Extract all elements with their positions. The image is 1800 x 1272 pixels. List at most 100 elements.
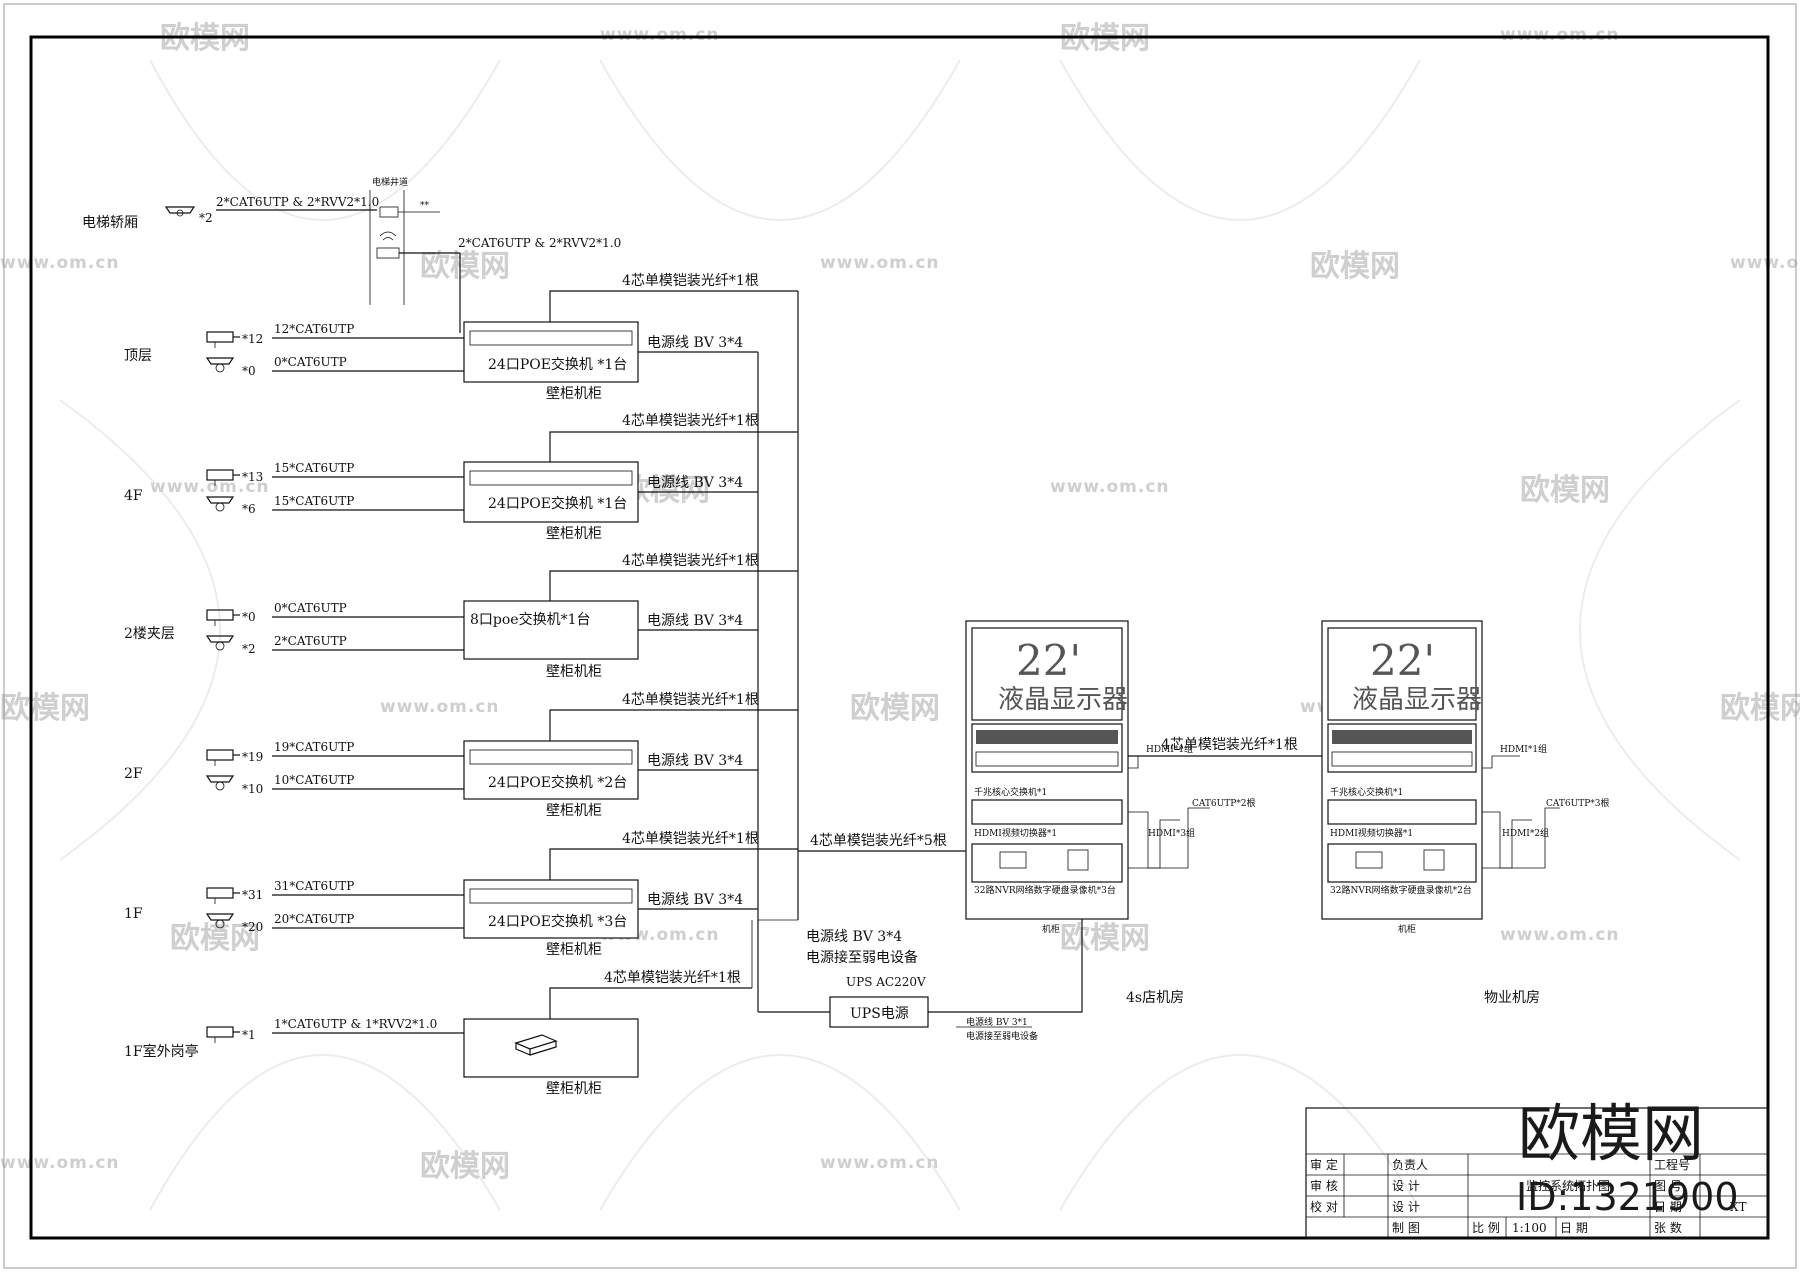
tb-sheets: 张 数 <box>1654 1220 1682 1235</box>
cam2-qty: *6 <box>242 502 256 516</box>
switch-label: 24口POE交换机 *2台 <box>488 774 627 791</box>
monitor-label: 液晶显示器 <box>998 685 1128 715</box>
cam1-cable-label: 19*CAT6UTP <box>274 740 354 754</box>
power-label: 电源线 BV 3*4 <box>647 335 743 351</box>
hdmi1-label: HDMI*1组 <box>1146 743 1193 755</box>
switch-ports-icon <box>469 470 633 486</box>
shaft-mark: ** <box>420 201 430 211</box>
tb-date-label: 日 期 <box>1560 1221 1588 1235</box>
cabinet-label: 壁柜机柜 <box>546 1081 602 1097</box>
inter-room-fiber-label: 4芯单模铠装光纤*1根 <box>1161 737 1298 753</box>
nvr-unit <box>1327 843 1477 883</box>
ups-box-label: UPS电源 <box>850 1006 909 1022</box>
monitor-screen <box>971 627 1123 721</box>
shaft-device-box <box>379 206 399 218</box>
elevator-shaft-cable-label: 2*CAT6UTP & 2*RVV2*1.0 <box>458 236 621 250</box>
ups-out-line <box>928 918 1083 1013</box>
fiber-line <box>549 570 798 601</box>
cam1-qty: *19 <box>242 750 263 764</box>
cabinet-label: 壁柜机柜 <box>546 942 602 958</box>
fiber-line <box>549 848 798 880</box>
hdmi-switch-unit <box>1327 799 1477 825</box>
floor-1f: 1F *31 *20 31*CAT6UTP 20*CAT6UTP 24口POE交… <box>124 831 798 958</box>
watermark-url: www.om.cn <box>380 697 500 717</box>
tb-rev: XT <box>1730 1200 1747 1214</box>
ups-box <box>829 996 929 1028</box>
cam-qty: *1 <box>242 1028 256 1042</box>
switch-box <box>463 321 639 383</box>
switch-ports-icon <box>1332 730 1472 744</box>
tb-owner: 负责人 <box>1392 1158 1428 1172</box>
trunk-power-note: 电源接至弱电设备 <box>806 949 918 966</box>
watermark-logo: 欧模网 <box>1060 921 1150 956</box>
watermark-url: www.om.cn <box>1050 477 1170 497</box>
watermark-logo: 欧模网 <box>850 691 940 726</box>
cam1-qty: *31 <box>242 888 263 902</box>
watermark-arcs <box>59 59 1741 1211</box>
power-label: 电源线 BV 3*4 <box>647 613 743 629</box>
elevator-car-label: 电梯轿厢 <box>82 215 138 231</box>
tb-draft: 制 图 <box>1392 1221 1420 1235</box>
power-label: 电源线 BV 3*4 <box>647 753 743 769</box>
hdmi2-label: HDMI*3组 <box>1148 827 1195 839</box>
ups-out-label: 电源线 BV 3*1 <box>966 1016 1028 1028</box>
hdmi1-line <box>1482 755 1520 769</box>
bullet-camera-icon <box>206 749 240 766</box>
cam2-cable-label: 20*CAT6UTP <box>274 912 354 926</box>
fiber-label: 4芯单模铠装光纤*1根 <box>622 413 759 429</box>
power-label: 电源线 BV 3*4 <box>647 892 743 908</box>
floor-2f: 2F *19 *10 19*CAT6UTP 10*CAT6UTP 24口POE交… <box>124 692 798 819</box>
core-switch-unit <box>1327 723 1477 773</box>
dome-camera-icon <box>205 913 235 929</box>
nvr-drive-icon <box>999 851 1027 869</box>
dome-camera-icon <box>164 206 196 217</box>
tb-design2: 设 计 <box>1392 1200 1420 1214</box>
tb-drawing-name: 监控系统拓扑图 <box>1526 1179 1610 1193</box>
watermark-url: www.om.cn <box>1500 25 1620 45</box>
cam2-qty: *2 <box>242 642 256 656</box>
cam1-cable-label: 0*CAT6UTP <box>274 601 347 615</box>
fiber-label: 4芯单模铠装光纤*1根 <box>622 692 759 708</box>
bullet-camera-icon <box>206 1026 240 1043</box>
cam1-qty: *0 <box>242 610 256 624</box>
brand-id: ID:1321900 <box>1516 1175 1739 1219</box>
elevator-shaft-label: 电梯井道 <box>372 176 408 188</box>
watermark-url: www.om.cn <box>820 1153 940 1173</box>
tb-approve: 审 定 <box>1310 1157 1338 1172</box>
switch-label: 8口poe交换机*1台 <box>470 611 591 628</box>
cam2-cable-label: 2*CAT6UTP <box>274 634 347 648</box>
floor-label: 2F <box>124 766 143 782</box>
switch-ports-icon <box>469 749 633 765</box>
switch-box <box>463 879 639 939</box>
bullet-camera-icon <box>206 609 240 626</box>
fiber-label: 4芯单模铠装光纤*1根 <box>622 273 759 289</box>
watermark-url: www.om.cn <box>820 253 940 273</box>
hdmi-switch-unit <box>971 799 1123 825</box>
hdmi2-line <box>1128 811 1180 869</box>
switch-ports-icon <box>975 751 1119 767</box>
core-switch-label: 千兆核心交换机*1 <box>1330 786 1403 798</box>
fiber-line <box>549 709 798 741</box>
tb-date: 日 期 <box>1654 1200 1682 1214</box>
tb-scale: 1:100 <box>1512 1221 1547 1235</box>
cat6-label: CAT6UTP*2根 <box>1192 797 1256 809</box>
core-switch-label: 千兆核心交换机*1 <box>974 786 1047 798</box>
monitor-size: 22' <box>1370 636 1435 685</box>
cam2-cable-label: 15*CAT6UTP <box>274 494 354 508</box>
hdmi-switch-label: HDMI视频切换器*1 <box>1330 827 1413 839</box>
floor-label: 4F <box>124 488 143 504</box>
cabinet-label: 壁柜机柜 <box>546 664 602 680</box>
cam1-cable-label: 12*CAT6UTP <box>274 322 354 336</box>
cat6-line <box>1128 807 1210 869</box>
watermark-logo: 欧模网 <box>1520 473 1610 508</box>
shaft-device-box <box>376 247 400 259</box>
cam2-cable-label: 0*CAT6UTP <box>274 355 347 369</box>
nvr-panel-icon <box>1067 849 1089 871</box>
tb-scale-label: 比 例 <box>1472 1221 1500 1235</box>
watermark-url: www.om.cn <box>1500 925 1620 945</box>
floor-label: 1F室外岗亭 <box>124 1043 199 1060</box>
switch-box <box>463 600 639 660</box>
switch-label: 24口POE交换机 *3台 <box>488 913 627 930</box>
fiber-label: 4芯单模铠装光纤*1根 <box>622 831 759 847</box>
brand-logo-text: 欧模网 <box>1518 1097 1704 1170</box>
